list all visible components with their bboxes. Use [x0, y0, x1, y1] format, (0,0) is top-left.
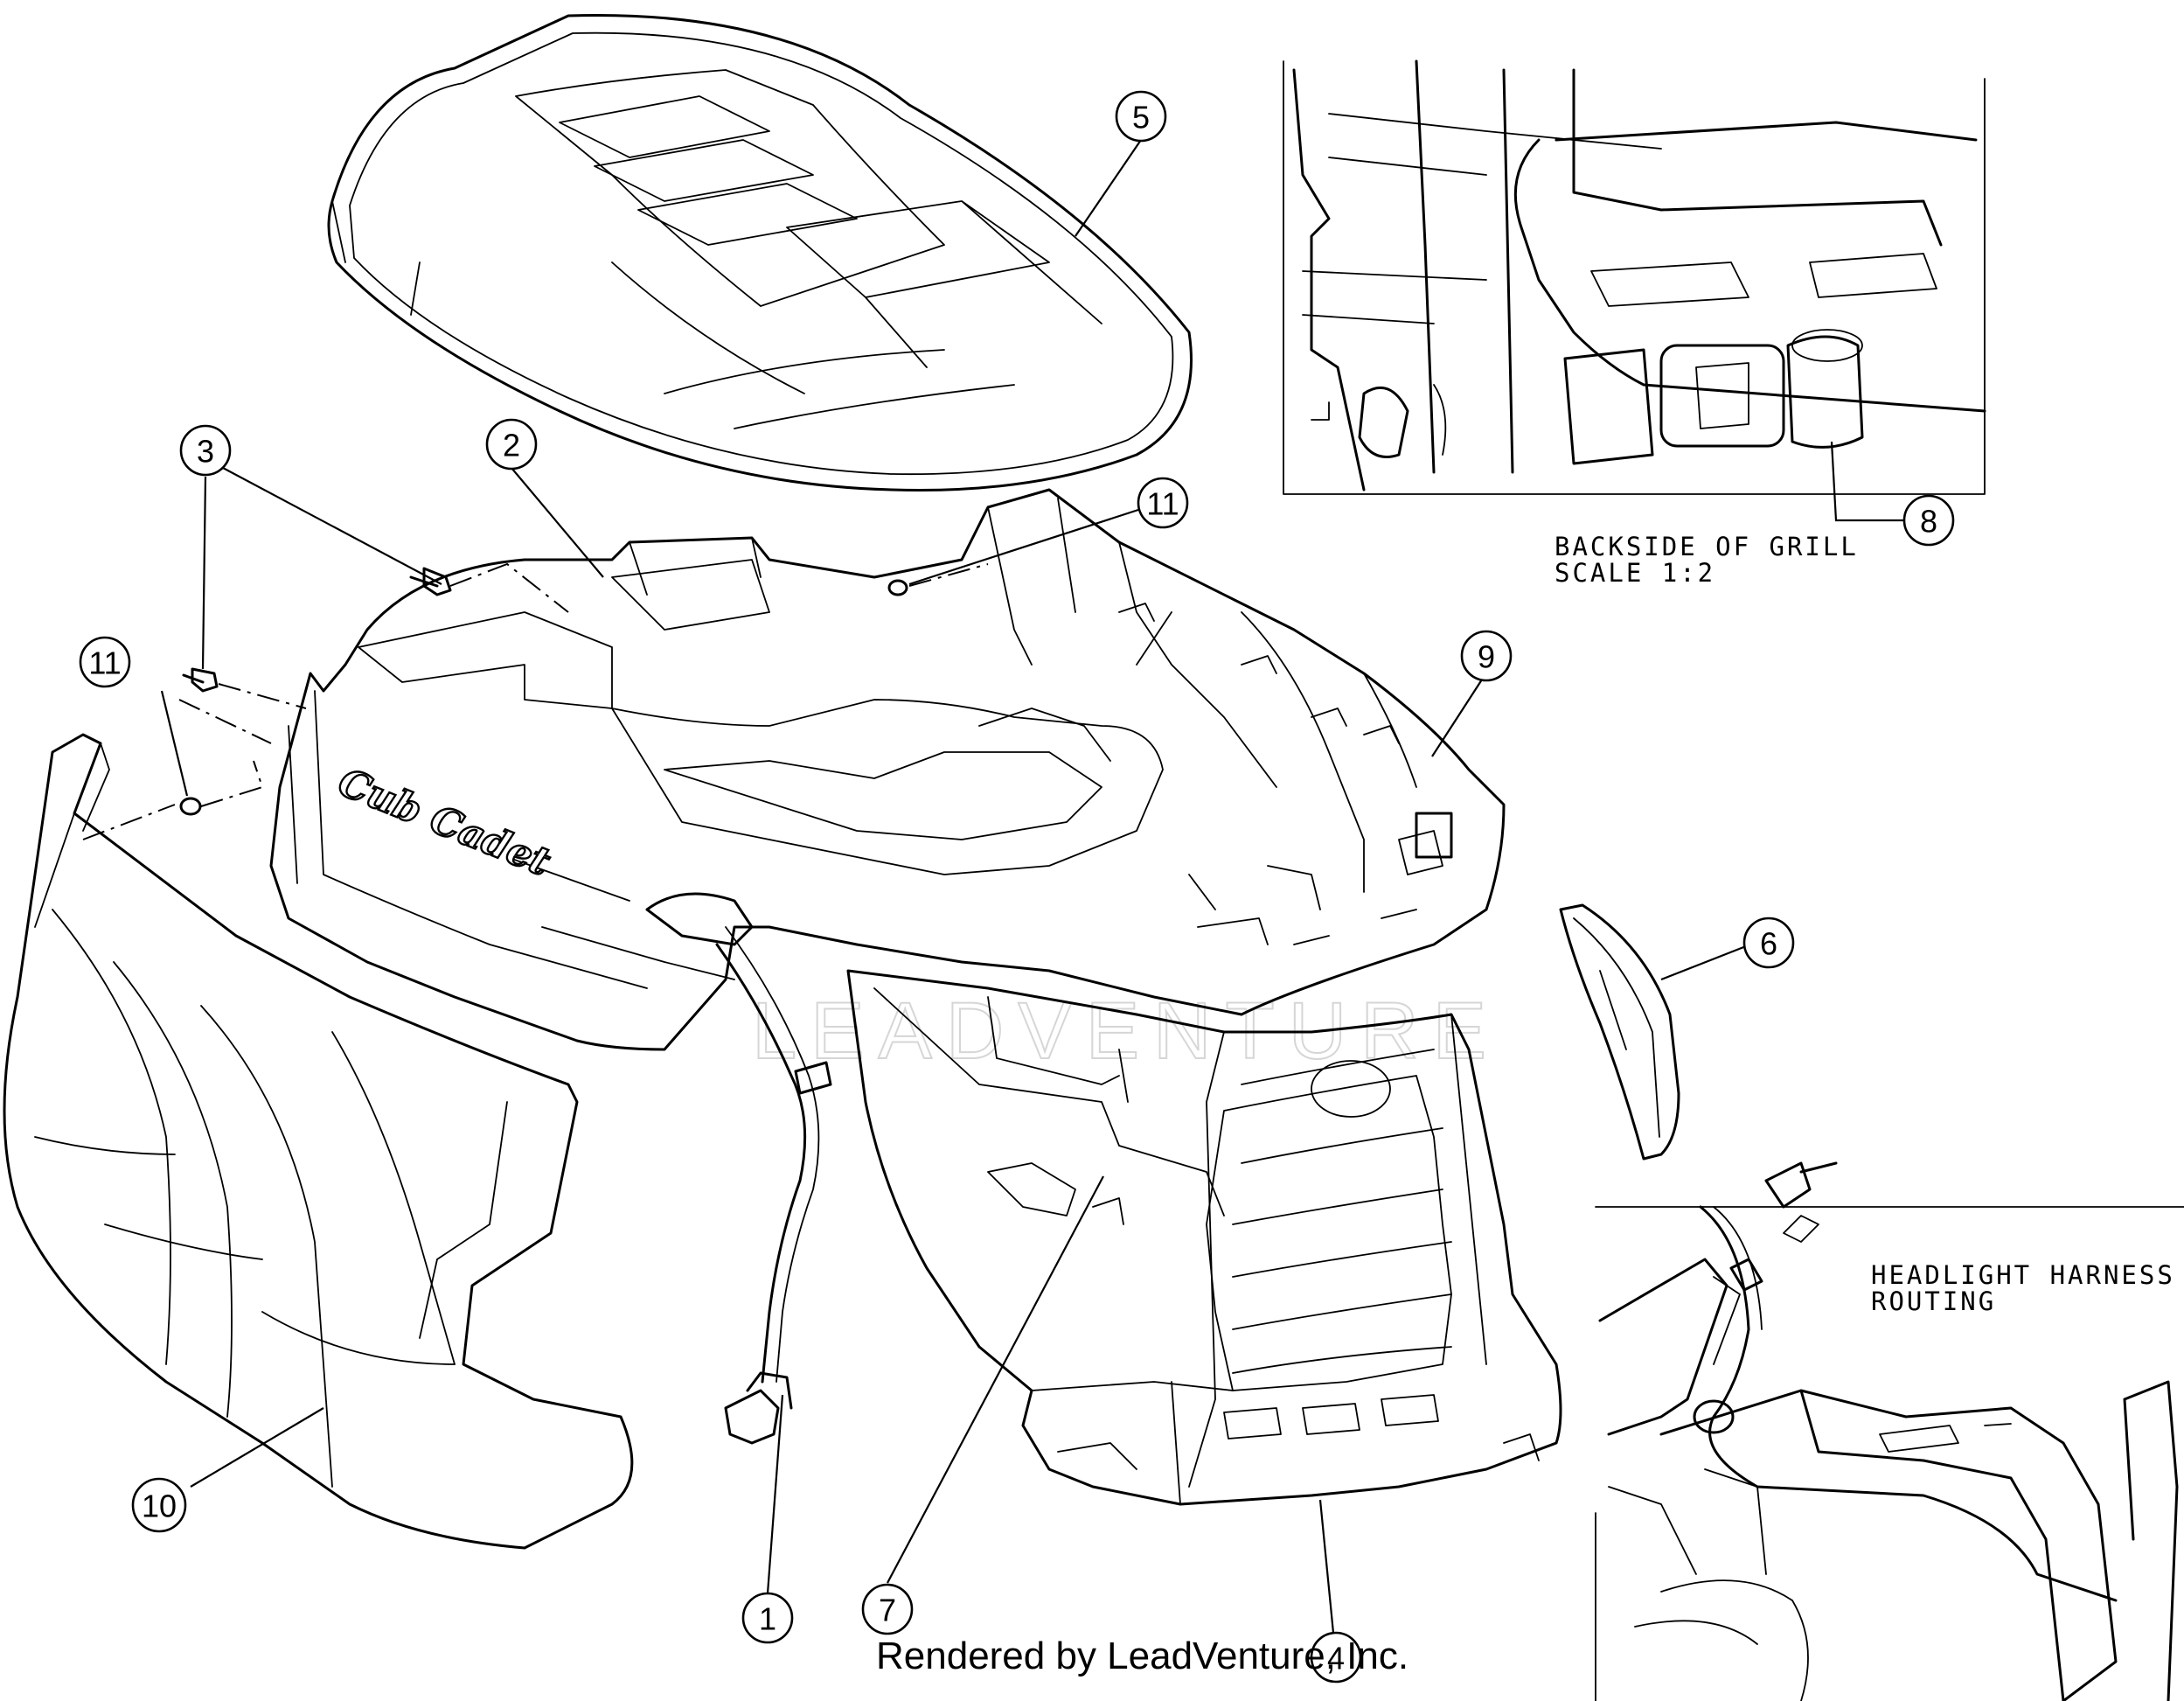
callout-5: 5	[1115, 90, 1167, 143]
callout-11-left: 11	[79, 636, 131, 688]
part-10-side-panel	[3, 733, 634, 1550]
callouts: 5 2 3 11 11 9 6 8 7 1 4 10	[79, 90, 1955, 1684]
leader-lines	[160, 139, 1904, 1634]
svg-text:5: 5	[1132, 100, 1150, 136]
svg-text:11: 11	[88, 645, 121, 681]
svg-text:1: 1	[759, 1601, 776, 1637]
inset-headlight-harness-routing: HEADLIGHT HARNESS ROUTING	[1595, 1161, 2184, 1701]
part-2-hood-frame: Cub Cadet	[269, 488, 1506, 1051]
svg-text:8: 8	[1920, 504, 1937, 540]
cub-cadet-logo: Cub Cadet	[332, 760, 556, 885]
inset-harness-subtitle: ROUTING	[1871, 1286, 1996, 1316]
svg-text:6: 6	[1760, 926, 1777, 962]
callout-6: 6	[1742, 917, 1795, 969]
svg-text:10: 10	[142, 1488, 177, 1524]
callout-1: 1	[741, 1592, 794, 1644]
svg-text:2: 2	[503, 428, 520, 464]
part-5-hood	[327, 14, 1193, 491]
inset-harness-title: HEADLIGHT HARNESS	[1871, 1260, 2175, 1290]
inset-backside-of-grill: BACKSIDE OF GRILL SCALE 1:2	[1283, 59, 1986, 588]
inset-grill-scale: SCALE 1:2	[1555, 558, 1715, 588]
svg-text:7: 7	[879, 1593, 896, 1628]
callout-2: 2	[485, 418, 538, 471]
svg-text:4: 4	[1327, 1641, 1345, 1677]
callout-9: 9	[1460, 630, 1513, 682]
callout-3: 3	[179, 424, 232, 477]
hardware	[179, 567, 1453, 859]
callout-11-right: 11	[1137, 477, 1189, 529]
callout-10: 10	[131, 1477, 187, 1533]
callout-7: 7	[861, 1583, 914, 1635]
render-credit: Rendered by LeadVenture, Inc.	[876, 1635, 1408, 1677]
callout-4: 4	[1310, 1631, 1362, 1684]
part-1-harness	[645, 892, 832, 1445]
assembly-lines	[82, 562, 989, 840]
svg-text:3: 3	[197, 434, 214, 470]
callout-8: 8	[1902, 494, 1955, 547]
watermark: LEADVENTURE	[752, 986, 1500, 1076]
part-4-grill	[846, 969, 1562, 1506]
inset-grill-title: BACKSIDE OF GRILL	[1555, 532, 1859, 561]
svg-text:9: 9	[1478, 639, 1495, 675]
part-6-lens	[1559, 903, 1680, 1161]
svg-text:11: 11	[1146, 486, 1179, 522]
